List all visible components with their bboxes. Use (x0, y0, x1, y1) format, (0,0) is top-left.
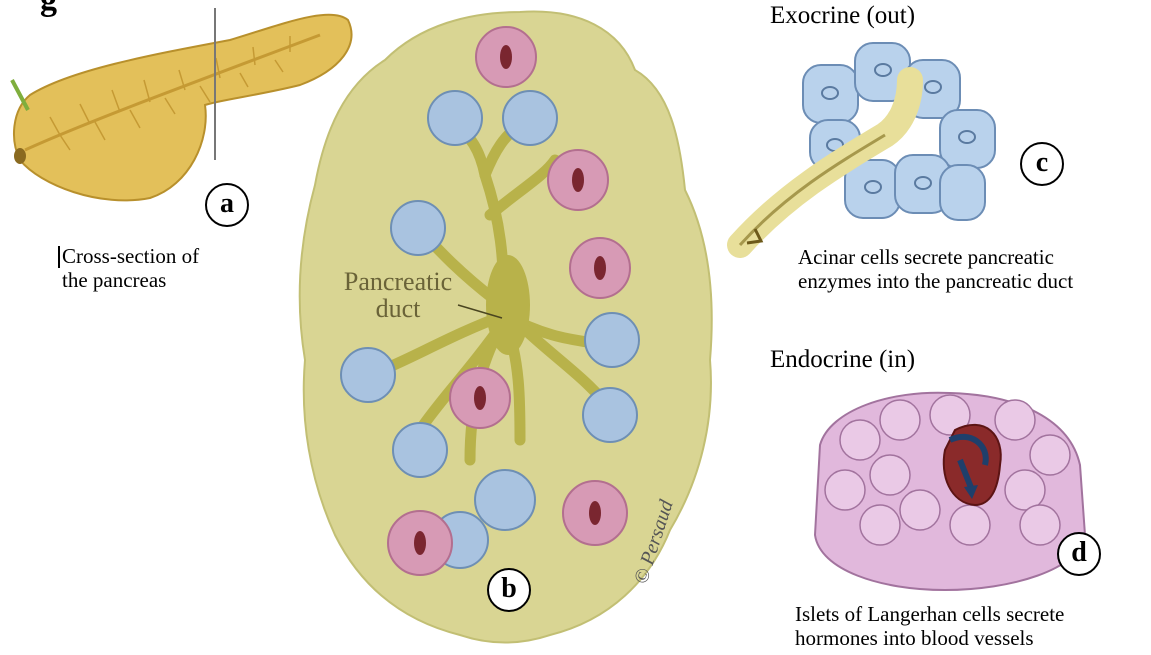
caption-a-line2: the pancreas (62, 268, 199, 292)
duct-label-line1: Pancreatic (318, 268, 478, 295)
islet-cells-illustration (800, 385, 1100, 595)
caption-a-line1: Cross-section of (62, 244, 199, 268)
endocrine-heading: Endocrine (in) (770, 346, 915, 374)
label-c-badge: c (1020, 142, 1064, 186)
exocrine-heading: Exocrine (out) (770, 2, 915, 30)
endocrine-caption: Islets of Langerhan cells secrete hormon… (795, 602, 1064, 650)
caption-c-line1: Acinar cells secrete pancreatic (798, 245, 1073, 269)
pancreatic-duct-label: Pancreatic duct (318, 268, 478, 322)
caption-d-line1: Islets of Langerhan cells secrete (795, 602, 1064, 626)
cross-section-caption: Cross-section of the pancreas (62, 244, 199, 292)
label-b-badge: b (487, 568, 531, 612)
caption-c-line2: enzymes into the pancreatic duct (798, 269, 1073, 293)
caption-d-line2: hormones into blood vessels (795, 626, 1064, 650)
lobule-cross-section (290, 0, 750, 655)
exocrine-caption: Acinar cells secrete pancreatic enzymes … (798, 245, 1073, 293)
label-d-badge: d (1057, 532, 1101, 576)
caption-a-rule (58, 246, 60, 268)
duct-label-line2: duct (318, 295, 478, 322)
label-a-badge: a (205, 183, 249, 227)
